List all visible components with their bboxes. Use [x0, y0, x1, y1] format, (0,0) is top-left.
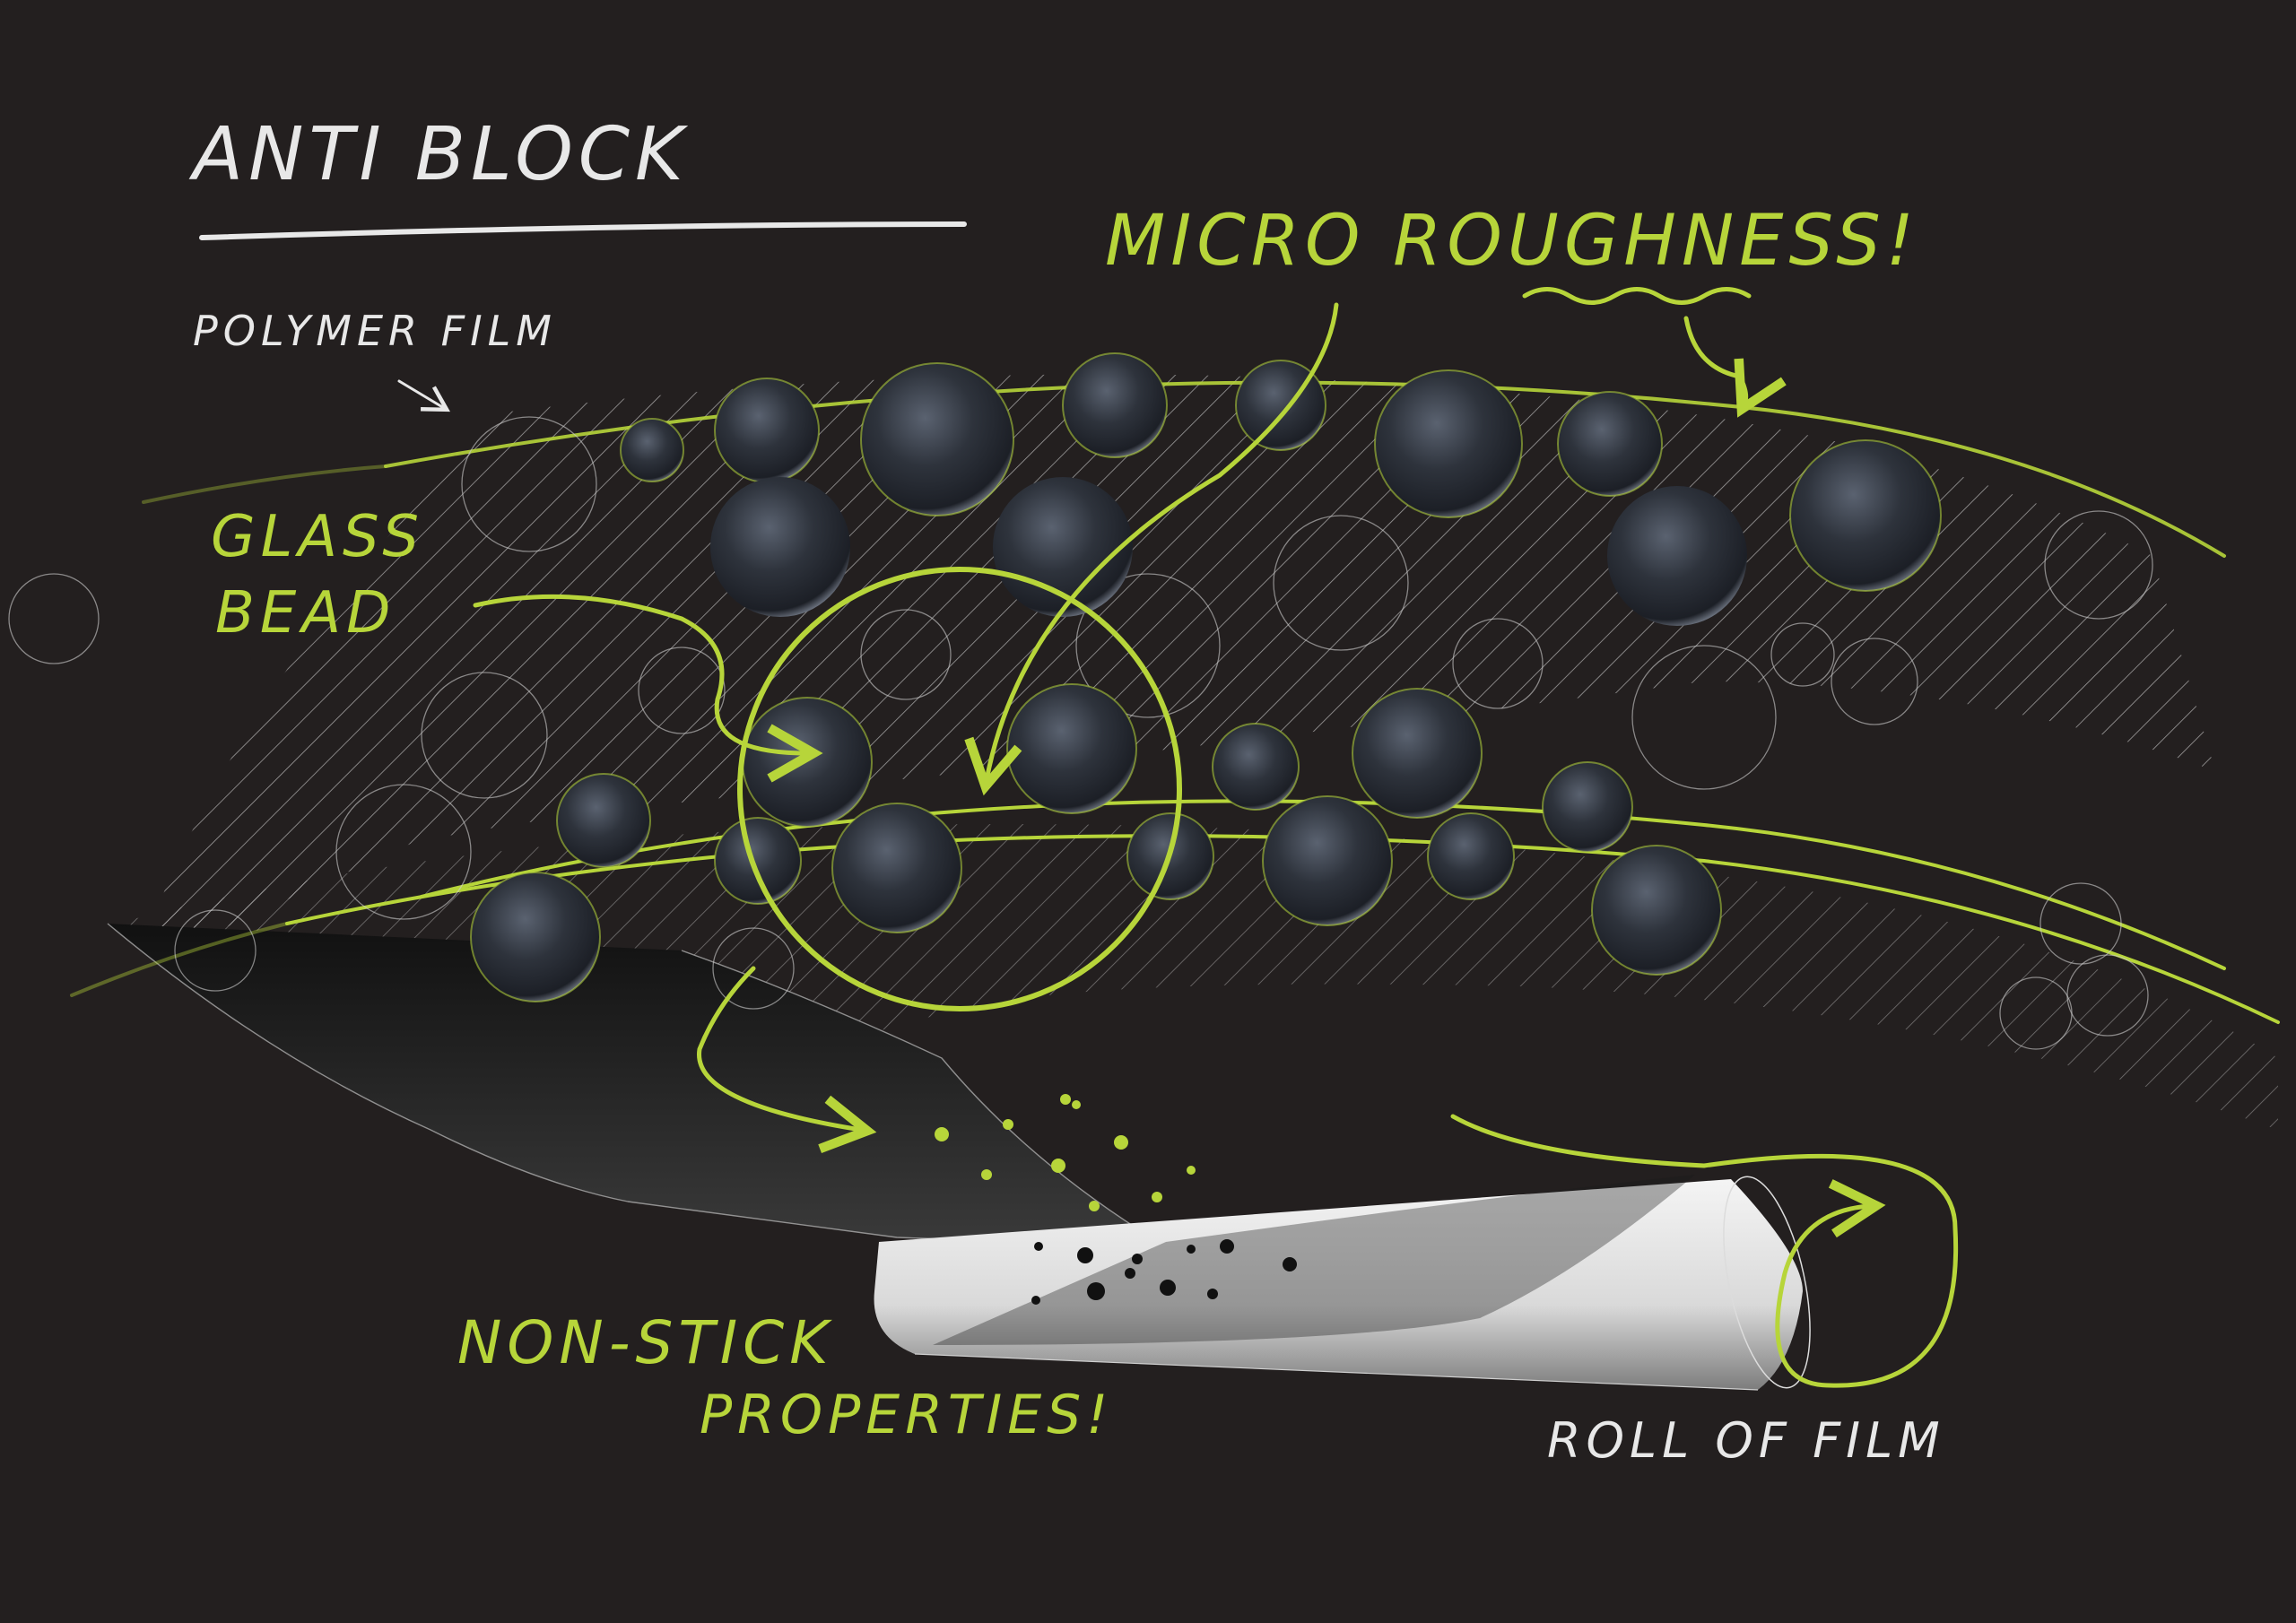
ghost-beads: [8, 416, 2153, 1050]
label-roll-of-film: ROLL OF FILM: [1547, 1412, 1945, 1469]
micro-roughness-arrow-1: [964, 302, 1339, 796]
annotation-strokes: [473, 287, 1959, 1388]
polymer-film-arrow: [397, 379, 450, 412]
white-strokes: [199, 221, 967, 412]
roll-loop-arrow: [1450, 1114, 1959, 1388]
non-stick-arrow: [697, 966, 877, 1154]
label-glass-bead-1: GLASS: [211, 504, 424, 570]
non-stick-particles: [935, 1094, 1196, 1211]
label-non-stick-2: PROPERTIES!: [700, 1384, 1113, 1446]
roll-dots: [1031, 1239, 1297, 1305]
label-glass-bead-2: BEAD: [215, 580, 396, 647]
title-underline: [199, 221, 967, 240]
label-non-stick-1: NON-STICK: [457, 1308, 834, 1377]
highlight-circle: [737, 567, 1182, 1011]
label-polymer-film: POLYMER FILM: [193, 307, 557, 355]
micro-roughness-arrow-2: [1683, 316, 1787, 418]
film-sheet-to-roll: [107, 923, 1169, 1247]
roll-of-film: [874, 1175, 1811, 1391]
title: ANTI BLOCK: [188, 112, 689, 197]
glass-bead-arrow: [473, 594, 823, 783]
roughness-squiggle: [1522, 287, 1752, 305]
label-micro-roughness: MICRO ROUGHNESS!: [1105, 201, 1919, 282]
